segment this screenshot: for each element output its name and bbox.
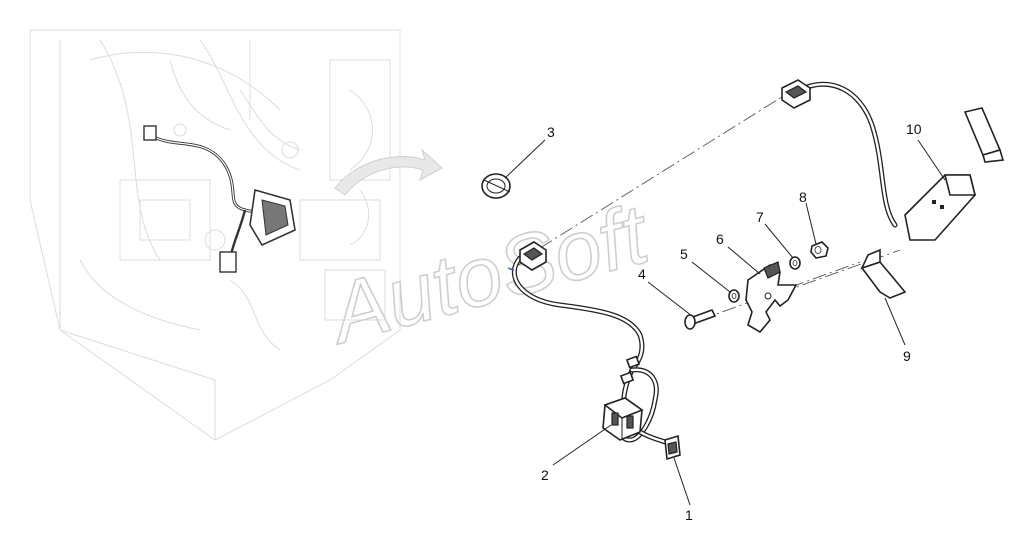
callout-3: 3 xyxy=(547,124,555,140)
callout-10: 10 xyxy=(906,121,922,137)
curved-arrow-icon xyxy=(334,148,443,196)
part-6-mounting-bracket xyxy=(745,261,798,334)
part-4-bolt xyxy=(684,309,717,330)
part-2-connector-block xyxy=(602,397,644,441)
callout-8: 8 xyxy=(799,189,807,205)
installed-harness-detail xyxy=(143,125,296,273)
part-9-bracket xyxy=(860,248,907,299)
part-3-retaining-clip xyxy=(481,173,511,199)
part-10-sensor-module xyxy=(904,107,1005,241)
part-8-nut xyxy=(810,241,829,259)
part-5-washer xyxy=(728,289,740,303)
callout-7: 7 xyxy=(756,209,764,225)
callout-4: 4 xyxy=(638,266,646,282)
machine-context-drawing xyxy=(29,29,401,441)
watermark: AutoSoft xyxy=(316,186,660,362)
callout-2: 2 xyxy=(541,467,549,483)
leader-lines xyxy=(504,139,946,506)
callout-6: 6 xyxy=(716,231,724,247)
part-1-connector-clip xyxy=(664,434,681,461)
callout-5: 5 xyxy=(680,246,688,262)
harness-connector-top xyxy=(781,79,811,109)
callout-1: 1 xyxy=(685,507,693,523)
harness-connector-left xyxy=(507,241,547,271)
callout-9: 9 xyxy=(903,348,911,364)
part-7-washer xyxy=(789,256,801,270)
